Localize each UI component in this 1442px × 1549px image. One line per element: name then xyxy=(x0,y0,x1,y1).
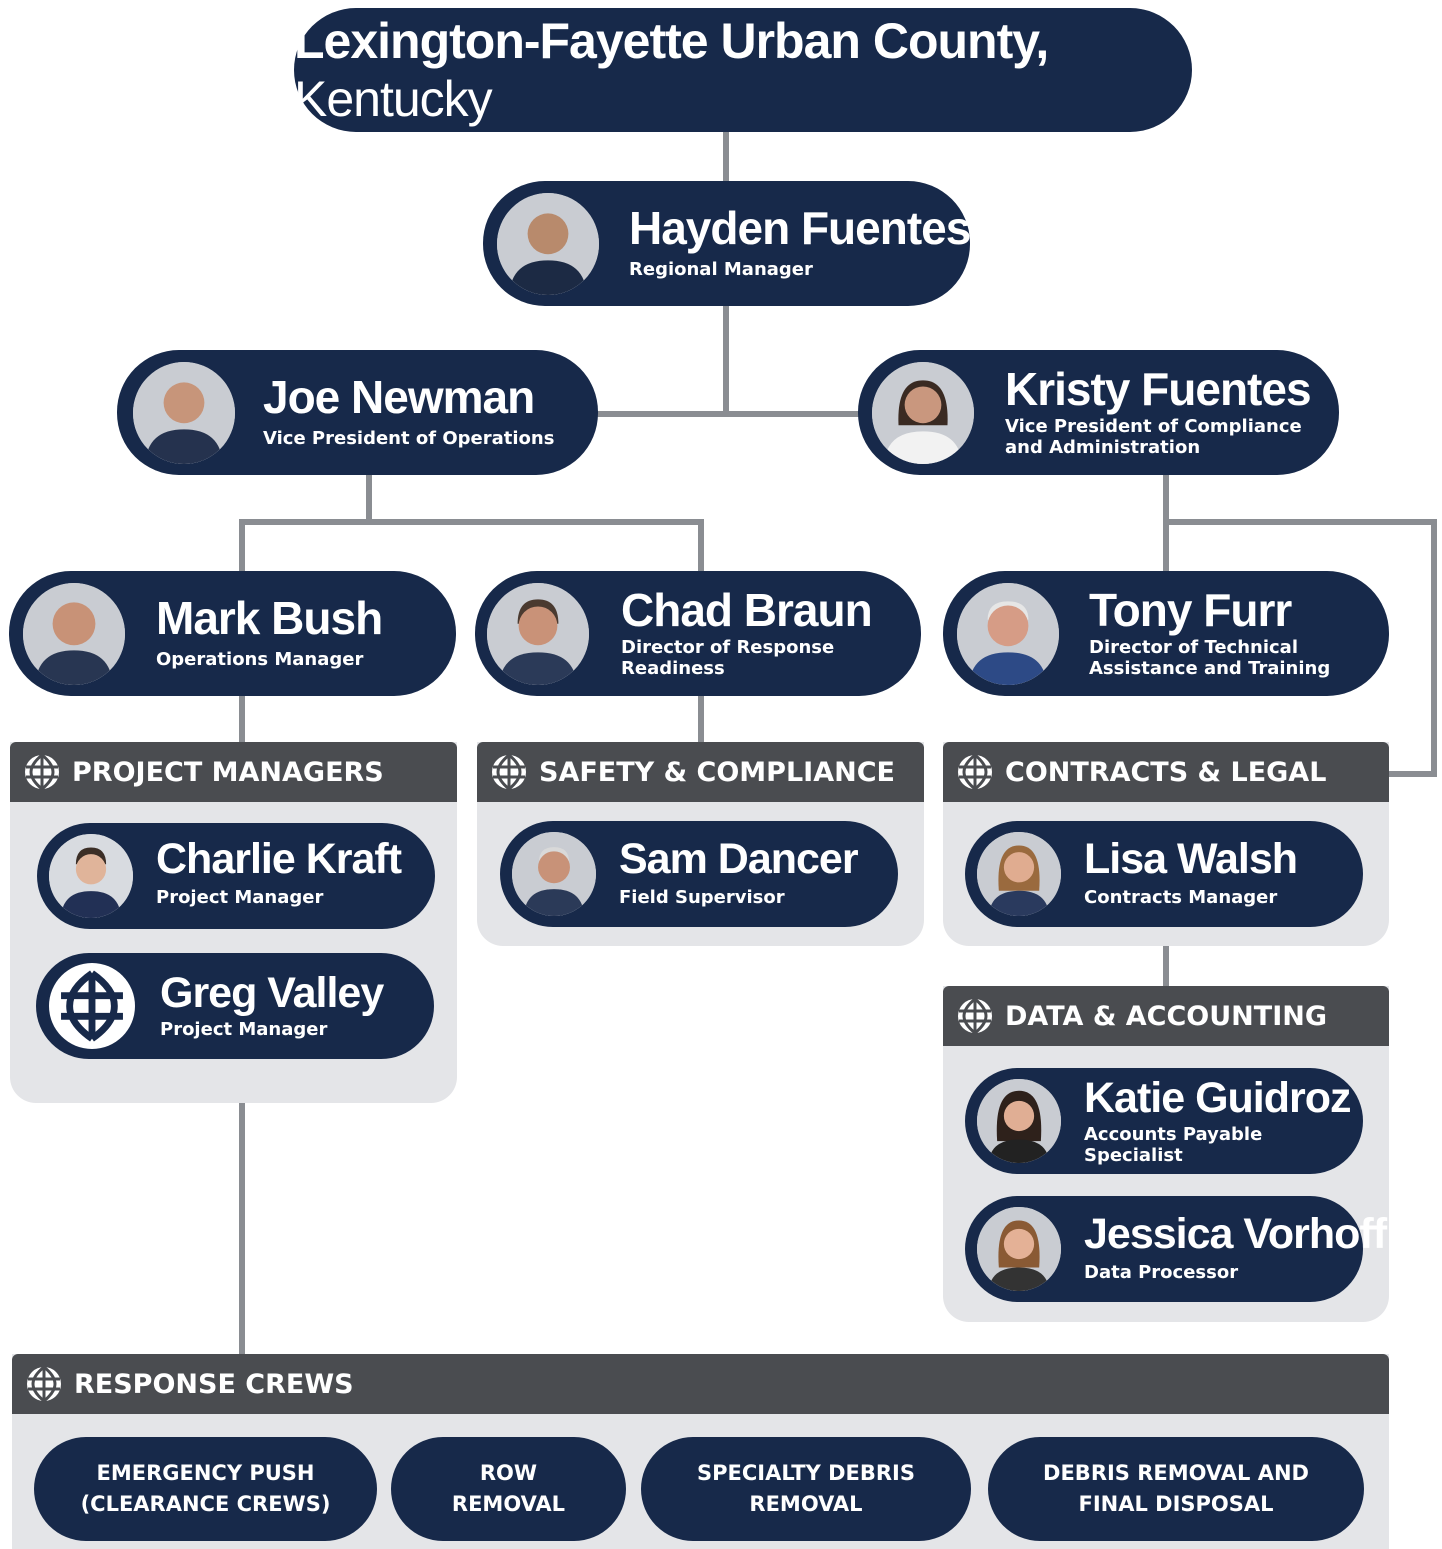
person-card-sam: Sam Dancer Field Supervisor xyxy=(500,821,898,927)
connector-line xyxy=(239,519,245,574)
person-role: Contracts Manager xyxy=(1084,887,1278,908)
person-card-tony: Tony Furr Director of Technical Assistan… xyxy=(943,571,1389,696)
person-name: Tony Furr xyxy=(1089,584,1292,636)
person-card-chad: Chad Braun Director of Response Readines… xyxy=(475,571,921,696)
person-card-mark: Mark Bush Operations Manager xyxy=(9,571,456,696)
crew-pill: SPECIALTY DEBRIS REMOVAL xyxy=(641,1437,971,1541)
person-name: Mark Bush xyxy=(156,592,383,644)
group-header-data: DATA & ACCOUNTING xyxy=(943,986,1389,1046)
person-role: Director of Technical Assistance and Tra… xyxy=(1089,637,1331,679)
globe-icon xyxy=(25,753,59,791)
connector-line xyxy=(723,305,729,417)
person-photo-icon xyxy=(512,832,596,916)
person-card-lisa: Lisa Walsh Contracts Manager xyxy=(965,821,1363,927)
connector-line xyxy=(1163,944,1169,988)
person-card-kristy: Kristy Fuentes Vice President of Complia… xyxy=(858,350,1339,475)
person-role: Operations Manager xyxy=(156,649,364,670)
connector-line xyxy=(698,519,704,574)
crew-pill: EMERGENCY PUSH (CLEARANCE CREWS) xyxy=(34,1437,377,1541)
person-card-jessica: Jessica Vorhoff Data Processor xyxy=(965,1196,1387,1302)
group-label: DATA & ACCOUNTING xyxy=(1005,1000,1327,1032)
group-header-safety: SAFETY & COMPLIANCE xyxy=(477,742,924,802)
person-photo-icon xyxy=(872,362,974,464)
group-label: PROJECT MANAGERS xyxy=(72,756,384,788)
person-photo-icon xyxy=(977,832,1061,916)
org-title-state: Kentucky xyxy=(294,71,493,127)
person-photo-icon xyxy=(977,1079,1061,1163)
person-name: Chad Braun xyxy=(621,584,873,636)
connector-line xyxy=(723,130,729,182)
connector-line xyxy=(1431,519,1437,777)
person-card-joe: Joe Newman Vice President of Operations xyxy=(117,350,598,475)
globe-logo-icon xyxy=(49,963,135,1049)
person-name: Greg Valley xyxy=(160,969,384,1017)
globe-icon xyxy=(958,997,992,1035)
person-name: Jessica Vorhoff xyxy=(1084,1210,1387,1258)
group-header-contracts: CONTRACTS & LEGAL xyxy=(943,742,1389,802)
person-name: Joe Newman xyxy=(263,371,535,423)
person-photo-icon xyxy=(49,834,133,918)
org-title-bold: Lexington-Fayette Urban County, xyxy=(294,13,1049,69)
globe-icon xyxy=(27,1365,61,1403)
person-photo-icon xyxy=(957,583,1059,685)
person-card-charlie: Charlie Kraft Project Manager xyxy=(37,823,435,929)
group-label: RESPONSE CREWS xyxy=(74,1368,354,1400)
person-card-katie: Katie Guidroz Accounts Payable Specialis… xyxy=(965,1068,1363,1174)
person-photo-icon xyxy=(133,362,235,464)
person-role: Vice President of Compliance and Adminis… xyxy=(1005,416,1302,458)
person-role: Project Manager xyxy=(160,1019,328,1040)
group-label: CONTRACTS & LEGAL xyxy=(1005,756,1327,788)
person-photo-icon xyxy=(977,1207,1061,1291)
person-card-hayden: Hayden Fuentes Regional Manager xyxy=(483,181,971,306)
person-role: Project Manager xyxy=(156,887,324,908)
globe-icon xyxy=(492,753,526,791)
person-card-greg: Greg Valley Project Manager xyxy=(36,953,434,1059)
person-role: Vice President of Operations xyxy=(263,428,555,449)
connector-line xyxy=(366,474,372,522)
person-photo-icon xyxy=(487,583,589,685)
connector-line xyxy=(1163,519,1437,525)
globe-icon xyxy=(958,753,992,791)
connector-line xyxy=(698,694,704,744)
person-name: Katie Guidroz xyxy=(1084,1074,1352,1122)
connector-line xyxy=(239,694,245,744)
person-name: Charlie Kraft xyxy=(156,835,402,883)
group-header-project-managers: PROJECT MANAGERS xyxy=(10,742,457,802)
person-role: Regional Manager xyxy=(629,259,813,280)
connector-line xyxy=(239,519,704,525)
person-photo-icon xyxy=(497,193,599,295)
crew-pill: ROW REMOVAL xyxy=(391,1437,626,1541)
person-name: Lisa Walsh xyxy=(1084,835,1298,883)
person-name: Kristy Fuentes xyxy=(1005,363,1312,415)
person-role: Field Supervisor xyxy=(619,887,785,908)
person-role: Accounts Payable Specialist xyxy=(1084,1124,1263,1166)
org-title: Lexington-Fayette Urban County, Kentucky xyxy=(294,8,1192,132)
connector-line xyxy=(595,411,861,417)
person-role: Data Processor xyxy=(1084,1262,1239,1283)
person-name: Sam Dancer xyxy=(619,835,859,883)
crew-pill: DEBRIS REMOVAL AND FINAL DISPOSAL xyxy=(988,1437,1364,1541)
connector-line xyxy=(239,1100,245,1355)
person-photo-icon xyxy=(23,583,125,685)
connector-line xyxy=(1388,771,1437,777)
group-header-crews: RESPONSE CREWS xyxy=(12,1354,1389,1414)
person-role: Director of Response Readiness xyxy=(621,637,835,679)
group-label: SAFETY & COMPLIANCE xyxy=(539,756,895,788)
person-name: Hayden Fuentes xyxy=(629,202,971,254)
